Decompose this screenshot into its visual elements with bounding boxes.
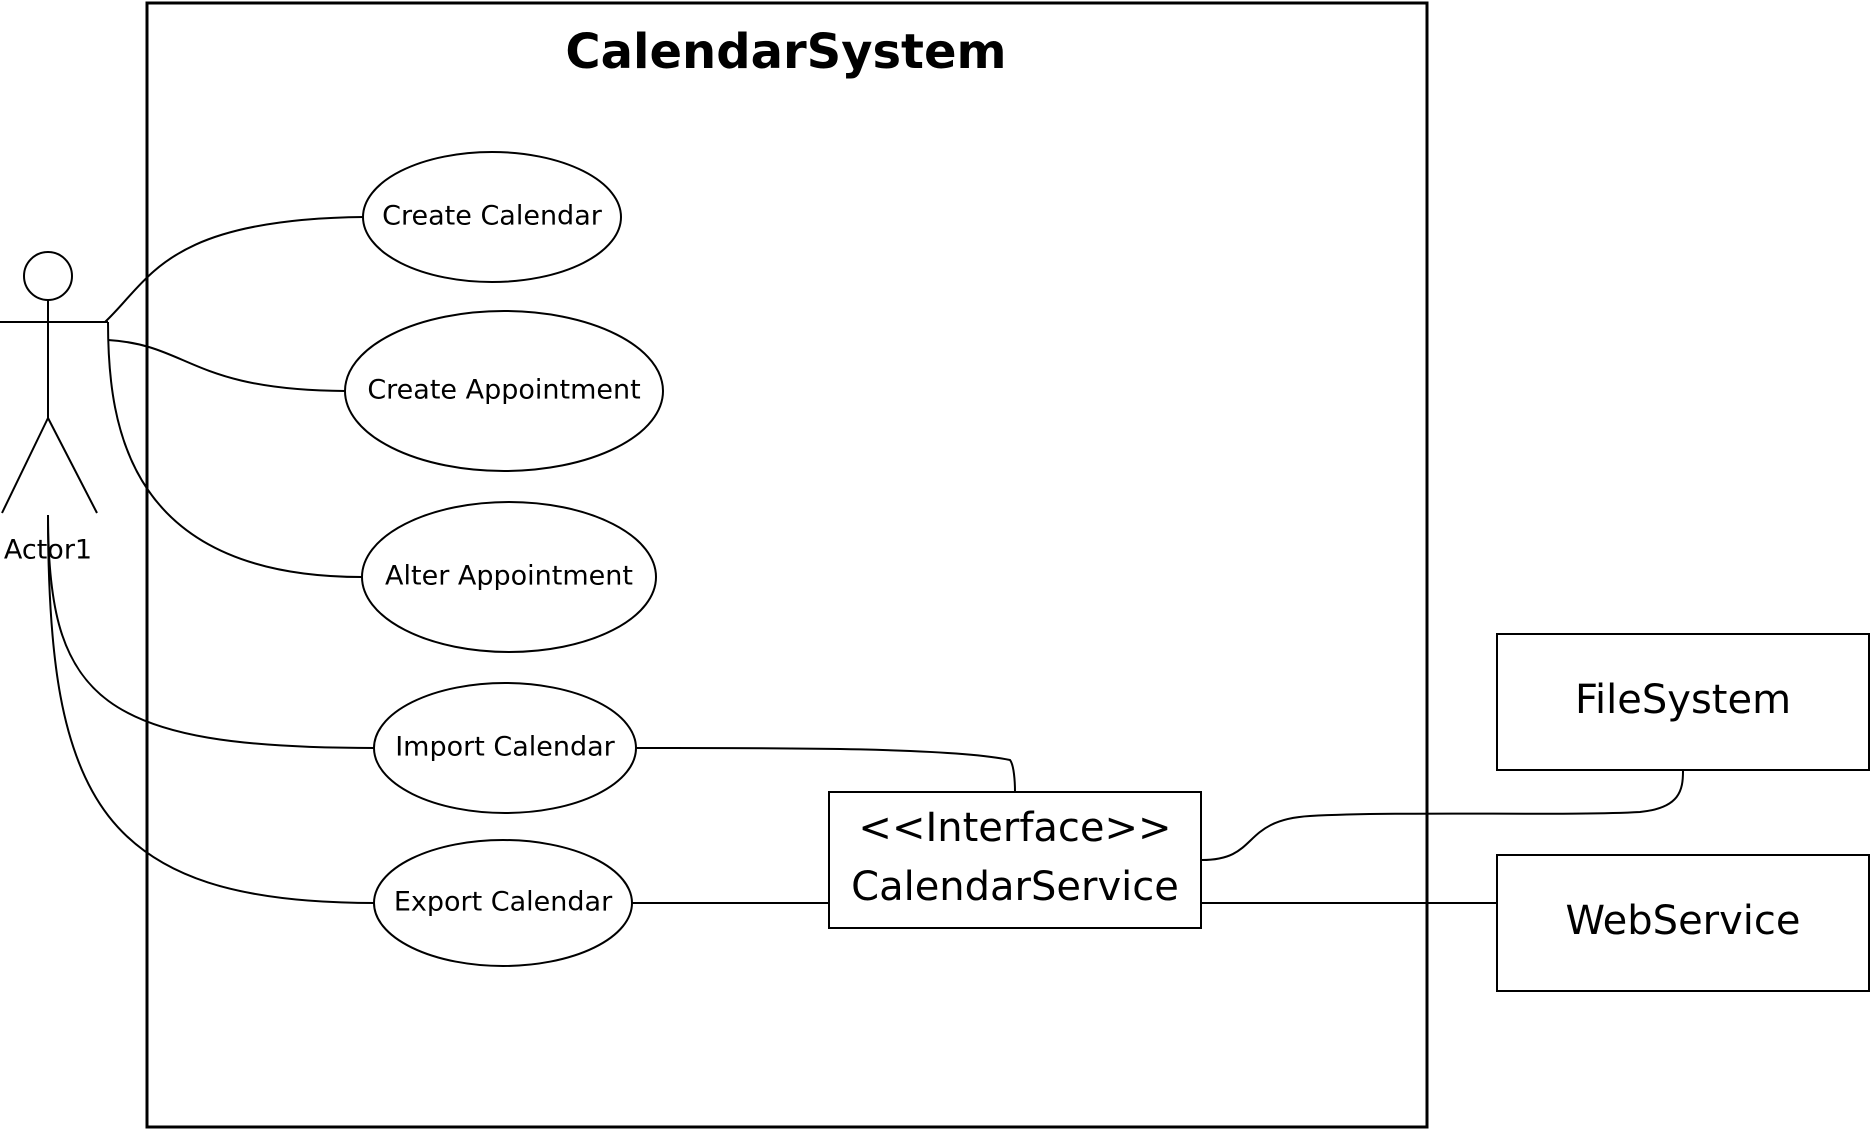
use-case-create-calendar: Create Calendar bbox=[362, 151, 622, 283]
interface-name: CalendarService bbox=[851, 864, 1179, 910]
system-boundary bbox=[145, 1, 1429, 1129]
use-case-label: Create Calendar bbox=[382, 201, 603, 232]
use-case-label: Create Appointment bbox=[367, 375, 640, 406]
association-actor-create-calendar bbox=[104, 216, 365, 323]
use-case-import-calendar: Import Calendar bbox=[373, 682, 637, 814]
association-actor-create-appointment bbox=[107, 339, 346, 392]
use-case-label: Import Calendar bbox=[395, 732, 615, 763]
association-actor-import-calendar bbox=[47, 514, 376, 749]
actor-head bbox=[23, 251, 73, 301]
use-case-label: Export Calendar bbox=[394, 887, 613, 918]
external-system-filesystem: FileSystem bbox=[1496, 633, 1870, 771]
association-actor-alter-appointment bbox=[107, 321, 363, 578]
interface-stereotype: <<Interface>> bbox=[858, 805, 1171, 851]
external-system-webservice: WebService bbox=[1496, 854, 1870, 992]
system-title: CalendarSystem bbox=[565, 24, 1006, 80]
use-case-alter-appointment: Alter Appointment bbox=[361, 501, 657, 653]
actor-figure bbox=[0, 251, 108, 514]
use-case-export-calendar: Export Calendar bbox=[373, 839, 633, 967]
association-calendar-service-filesystem bbox=[1201, 770, 1684, 861]
external-system-label: WebService bbox=[1565, 898, 1800, 944]
actor-left-leg bbox=[1, 417, 49, 514]
actor-right-leg bbox=[47, 417, 98, 514]
use-case-label: Alter Appointment bbox=[385, 561, 633, 592]
association-actor-export-calendar bbox=[47, 514, 376, 904]
interface-calendar-service: <<Interface>> CalendarService bbox=[828, 791, 1202, 929]
association-import-calendar-calendar-service bbox=[635, 746, 1016, 793]
use-case-create-appointment: Create Appointment bbox=[344, 310, 664, 472]
external-system-label: FileSystem bbox=[1575, 677, 1791, 723]
